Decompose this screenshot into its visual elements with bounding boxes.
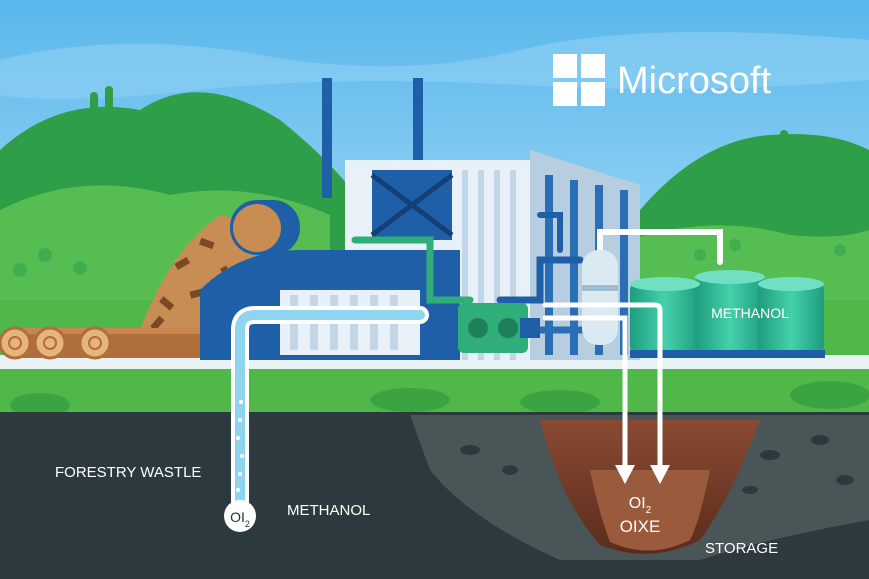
logs	[0, 326, 200, 360]
arrow-heads	[615, 465, 670, 484]
compressor	[458, 303, 540, 353]
cloud	[0, 32, 869, 99]
brand-name: Microsoft	[617, 60, 772, 102]
tanks-label: METHANOL	[711, 305, 789, 321]
storage-label: STORAGE	[705, 540, 778, 557]
four-squares-logo-icon	[553, 54, 605, 106]
injection-pipe	[231, 306, 429, 514]
pipe-gas-badge	[224, 500, 256, 532]
forestry-label: FORESTRY WASTLE	[55, 464, 201, 481]
conveyor-drum	[230, 200, 300, 255]
bubbles	[236, 400, 244, 492]
storage-arrows	[542, 302, 663, 473]
separator-vessel	[582, 250, 618, 345]
methanol-below-label: METHANOL	[287, 502, 370, 519]
process-pipes	[351, 212, 723, 334]
pipe-gas-label: OI2	[230, 509, 250, 529]
storage-oixe-label: OIXE	[620, 517, 661, 536]
smokestacks	[322, 78, 423, 198]
methanol-tanks	[630, 270, 825, 358]
storage-gas-label: OI2	[629, 495, 652, 516]
microsoft-logo: Microsoft	[553, 54, 772, 106]
